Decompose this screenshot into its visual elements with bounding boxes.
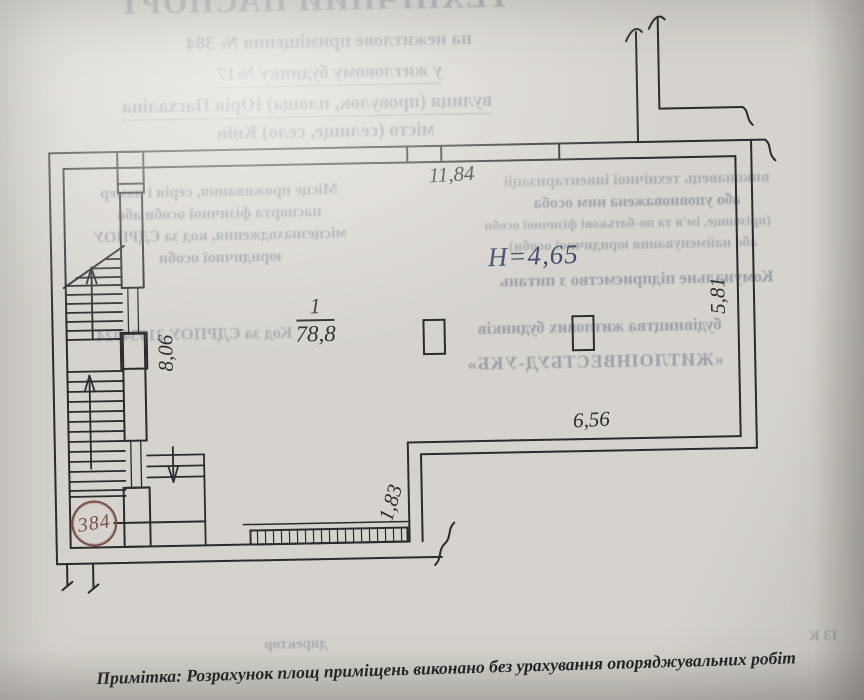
stair-cut-line	[62, 244, 125, 290]
right-wall	[734, 138, 758, 449]
window-symbol	[130, 440, 133, 489]
unit-number: 384	[76, 509, 113, 537]
wall-break-mark	[87, 583, 100, 594]
upper-wall-extension	[625, 15, 754, 144]
left-wall	[48, 152, 72, 566]
wall-break-mark	[764, 138, 777, 162]
dim-step-width: 6,56	[572, 406, 611, 433]
room-area: 78,8	[295, 320, 337, 347]
dim-top-width: 11,84	[428, 160, 476, 188]
leader-line	[113, 520, 207, 525]
window-symbol	[127, 287, 130, 335]
entry-steps	[146, 453, 207, 547]
dim-right-height: 5,81	[705, 276, 730, 315]
room-number: 1	[309, 293, 321, 319]
stair-direction-arrow-up	[85, 266, 98, 341]
top-wall	[48, 138, 777, 171]
wall-break-mark	[647, 15, 666, 30]
wall-break-mark	[61, 580, 74, 592]
ceiling-height-note: H=4,65	[487, 238, 580, 273]
stairwell-dividing-wall	[116, 150, 152, 548]
wall-break-mark	[434, 521, 456, 566]
window-symbol	[140, 439, 143, 489]
wall-break-mark	[625, 28, 643, 43]
radiator-strip	[242, 520, 411, 546]
bottom-step-walls	[406, 435, 758, 543]
room-area-label: 1 78,8	[292, 293, 339, 347]
window-symbol	[137, 286, 140, 335]
dim-left-height: 8,06	[153, 334, 178, 372]
stairs-upper-flight	[62, 244, 125, 341]
stairs-lower-flight	[66, 370, 127, 498]
entry-steps-arrow-down	[167, 446, 180, 483]
stair-direction-arrow-up-2	[83, 374, 96, 470]
column	[422, 314, 596, 356]
bottom-wall	[56, 521, 456, 594]
wall-break-mark	[741, 105, 754, 126]
